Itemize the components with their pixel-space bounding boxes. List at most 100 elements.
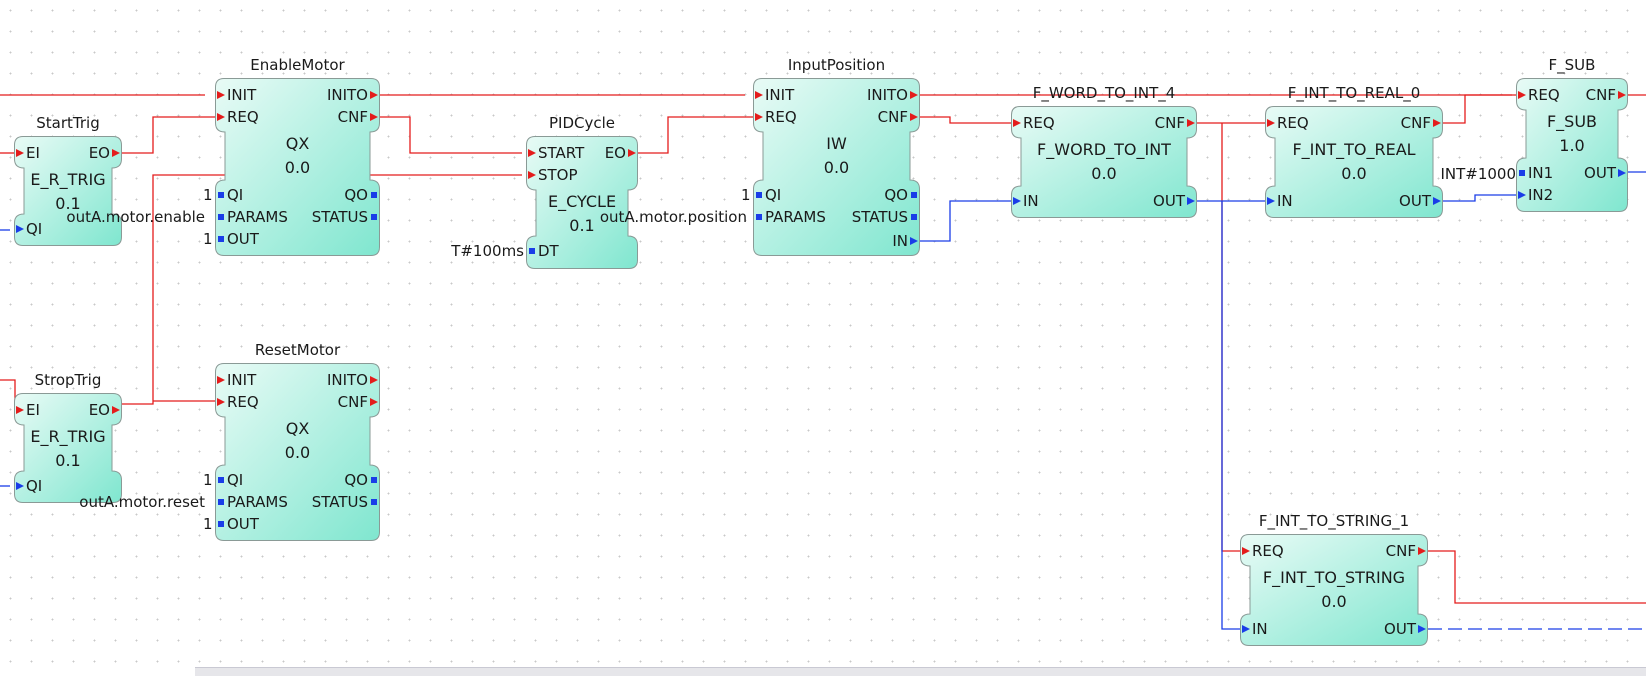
pin-init[interactable]: INIT — [755, 86, 794, 104]
pin-eo[interactable]: EO — [605, 144, 637, 162]
pin-req[interactable]: REQ — [1013, 114, 1055, 132]
block-instance-name: StropTrig — [34, 371, 102, 389]
pin-qi[interactable]: QI — [16, 477, 42, 495]
pin-cnf[interactable]: CNF — [1586, 86, 1627, 104]
function-block-f-int-to-real[interactable]: F_INT_TO_REAL_0 REQ CNF F_INT_TO_REAL 0.… — [1265, 84, 1443, 218]
pin-init[interactable]: INIT — [217, 371, 256, 389]
pin-out[interactable]: OUT — [1399, 192, 1441, 210]
pin-qi[interactable]: QI — [217, 186, 243, 204]
block-body — [1011, 106, 1197, 218]
param-enable-params[interactable]: outA.motor.enable — [66, 208, 205, 226]
pin-in1[interactable]: IN1 — [1518, 164, 1553, 182]
param-enable-qi[interactable]: 1 — [203, 186, 213, 204]
pin-status[interactable]: STATUS — [852, 208, 918, 226]
pin-start[interactable]: START — [528, 144, 584, 162]
block-version: 0.0 — [284, 158, 311, 177]
pin-out[interactable]: OUT — [1584, 164, 1626, 182]
pin-cnf[interactable]: CNF — [338, 393, 379, 411]
pin-req[interactable]: REQ — [1242, 542, 1284, 560]
pin-qo[interactable]: QO — [884, 186, 918, 204]
pin-req[interactable]: REQ — [1518, 86, 1560, 104]
pin-req[interactable]: REQ — [755, 108, 797, 126]
pin-cnf[interactable]: CNF — [1401, 114, 1442, 132]
function-block-stroptrig[interactable]: StropTrig EI EO E_R_TRIG 0.1 QI — [14, 371, 122, 503]
pin-inito[interactable]: INITO — [327, 86, 379, 104]
pin-qo[interactable]: QO — [344, 186, 378, 204]
block-version: 0.0 — [284, 443, 311, 462]
pin-params[interactable]: PARAMS — [217, 208, 288, 226]
pin-params[interactable]: PARAMS — [755, 208, 826, 226]
block-version: 0.1 — [569, 216, 595, 235]
data-wire-input-in[interactable] — [920, 200, 1011, 242]
param-pid-dt[interactable]: T#100ms — [451, 242, 524, 260]
pin-out[interactable]: OUT — [1153, 192, 1195, 210]
event-wire-enable-cnf[interactable] — [376, 116, 522, 154]
pin-req[interactable]: REQ — [1267, 114, 1309, 132]
param-reset-qi[interactable]: 1 — [203, 471, 213, 489]
pin-req[interactable]: REQ — [217, 393, 259, 411]
param-sub-in2[interactable]: INT#1000 — [1440, 165, 1516, 183]
event-wire-pid-eo[interactable] — [638, 116, 753, 154]
pin-ei[interactable]: EI — [16, 401, 40, 419]
event-wire-starttrig-eo[interactable] — [121, 116, 215, 154]
pin-cnf[interactable]: CNF — [1386, 542, 1427, 560]
pin-qi[interactable]: QI — [217, 471, 243, 489]
param-reset-params[interactable]: outA.motor.reset — [79, 493, 205, 511]
function-block-f-int-to-string[interactable]: F_INT_TO_STRING_1 REQ CNF F_INT_TO_STRIN… — [1240, 512, 1428, 646]
pin-status[interactable]: STATUS — [312, 208, 378, 226]
horizontal-scrollbar[interactable] — [195, 667, 1646, 676]
pin-dt[interactable]: DT — [528, 242, 559, 260]
pin-out[interactable]: OUT — [1384, 620, 1426, 638]
block-instance-name: F_INT_TO_STRING_1 — [1258, 512, 1410, 530]
pin-params[interactable]: PARAMS — [217, 493, 288, 511]
block-type: E_R_TRIG — [30, 170, 106, 189]
function-block-starttrig[interactable]: StartTrig EI EO E_R_TRIG 0.1 QI — [14, 114, 122, 246]
pin-eo[interactable]: EO — [89, 401, 121, 419]
param-enable-out[interactable]: 1 — [203, 230, 213, 248]
pin-qi[interactable]: QI — [755, 186, 781, 204]
event-wire-strop-in[interactable] — [0, 379, 16, 408]
pin-eo[interactable]: EO — [89, 144, 121, 162]
pin-ei[interactable]: EI — [16, 144, 40, 162]
pin-in2[interactable]: IN2 — [1518, 186, 1553, 204]
pin-cnf[interactable]: CNF — [878, 108, 919, 126]
block-instance-name: StartTrig — [36, 114, 100, 132]
data-wire-w2i-out-down[interactable] — [1221, 201, 1240, 630]
event-wire-i2r-cnf[interactable] — [1443, 94, 1516, 124]
pin-cnf[interactable]: CNF — [338, 108, 379, 126]
pin-in[interactable]: IN — [1267, 192, 1293, 210]
block-instance-name: F_INT_TO_REAL_0 — [1287, 84, 1421, 102]
pin-in[interactable]: IN — [1242, 620, 1268, 638]
event-wire-w2i-cnf-down[interactable] — [1221, 123, 1240, 552]
function-block-inputposition[interactable]: InputPosition INIT REQ INITO CNF IW 0.0 … — [753, 56, 920, 256]
block-version: 0.1 — [55, 194, 81, 213]
pin-status[interactable]: STATUS — [312, 493, 378, 511]
function-block-f-sub[interactable]: F_SUB REQ CNF F_SUB 1.0 IN1 IN2 OUT — [1516, 56, 1628, 212]
block-instance-name: InputPosition — [787, 56, 886, 74]
param-input-qi[interactable]: 1 — [741, 186, 751, 204]
pin-qo[interactable]: QO — [344, 471, 378, 489]
param-reset-out[interactable]: 1 — [203, 515, 213, 533]
function-block-pidcycle[interactable]: PIDCycle START STOP EO E_CYCLE 0.1 DT — [526, 114, 638, 269]
block-body — [14, 136, 122, 246]
pin-in[interactable]: IN — [1013, 192, 1039, 210]
function-block-enablemotor[interactable]: EnableMotor INIT REQ INITO CNF QX 0.0 QI… — [215, 56, 380, 256]
pin-cnf[interactable]: CNF — [1155, 114, 1196, 132]
pin-qi[interactable]: QI — [16, 220, 42, 238]
param-input-params[interactable]: outA.motor.position — [599, 208, 747, 226]
pin-req[interactable]: REQ — [217, 108, 259, 126]
function-block-resetmotor[interactable]: ResetMotor INIT REQ INITO CNF QX 0.0 QI … — [215, 341, 380, 541]
pin-out[interactable]: OUT — [217, 230, 259, 248]
event-wire-input-cnf[interactable] — [916, 116, 1011, 124]
pin-inito[interactable]: INITO — [867, 86, 919, 104]
function-block-f-word-to-int[interactable]: F_WORD_TO_INT_4 REQ CNF F_WORD_TO_INT 0.… — [1011, 84, 1197, 218]
pin-inito[interactable]: INITO — [327, 371, 379, 389]
pin-out[interactable]: OUT — [217, 515, 259, 533]
block-type: F_INT_TO_REAL — [1292, 140, 1416, 159]
pin-in[interactable]: IN — [892, 232, 918, 250]
data-wire-i2r-out[interactable] — [1443, 194, 1516, 202]
pin-stop[interactable]: STOP — [528, 166, 578, 184]
block-type: F_SUB — [1546, 112, 1598, 131]
event-wire-i2s-cnf[interactable] — [1428, 550, 1646, 604]
pin-init[interactable]: INIT — [217, 86, 256, 104]
